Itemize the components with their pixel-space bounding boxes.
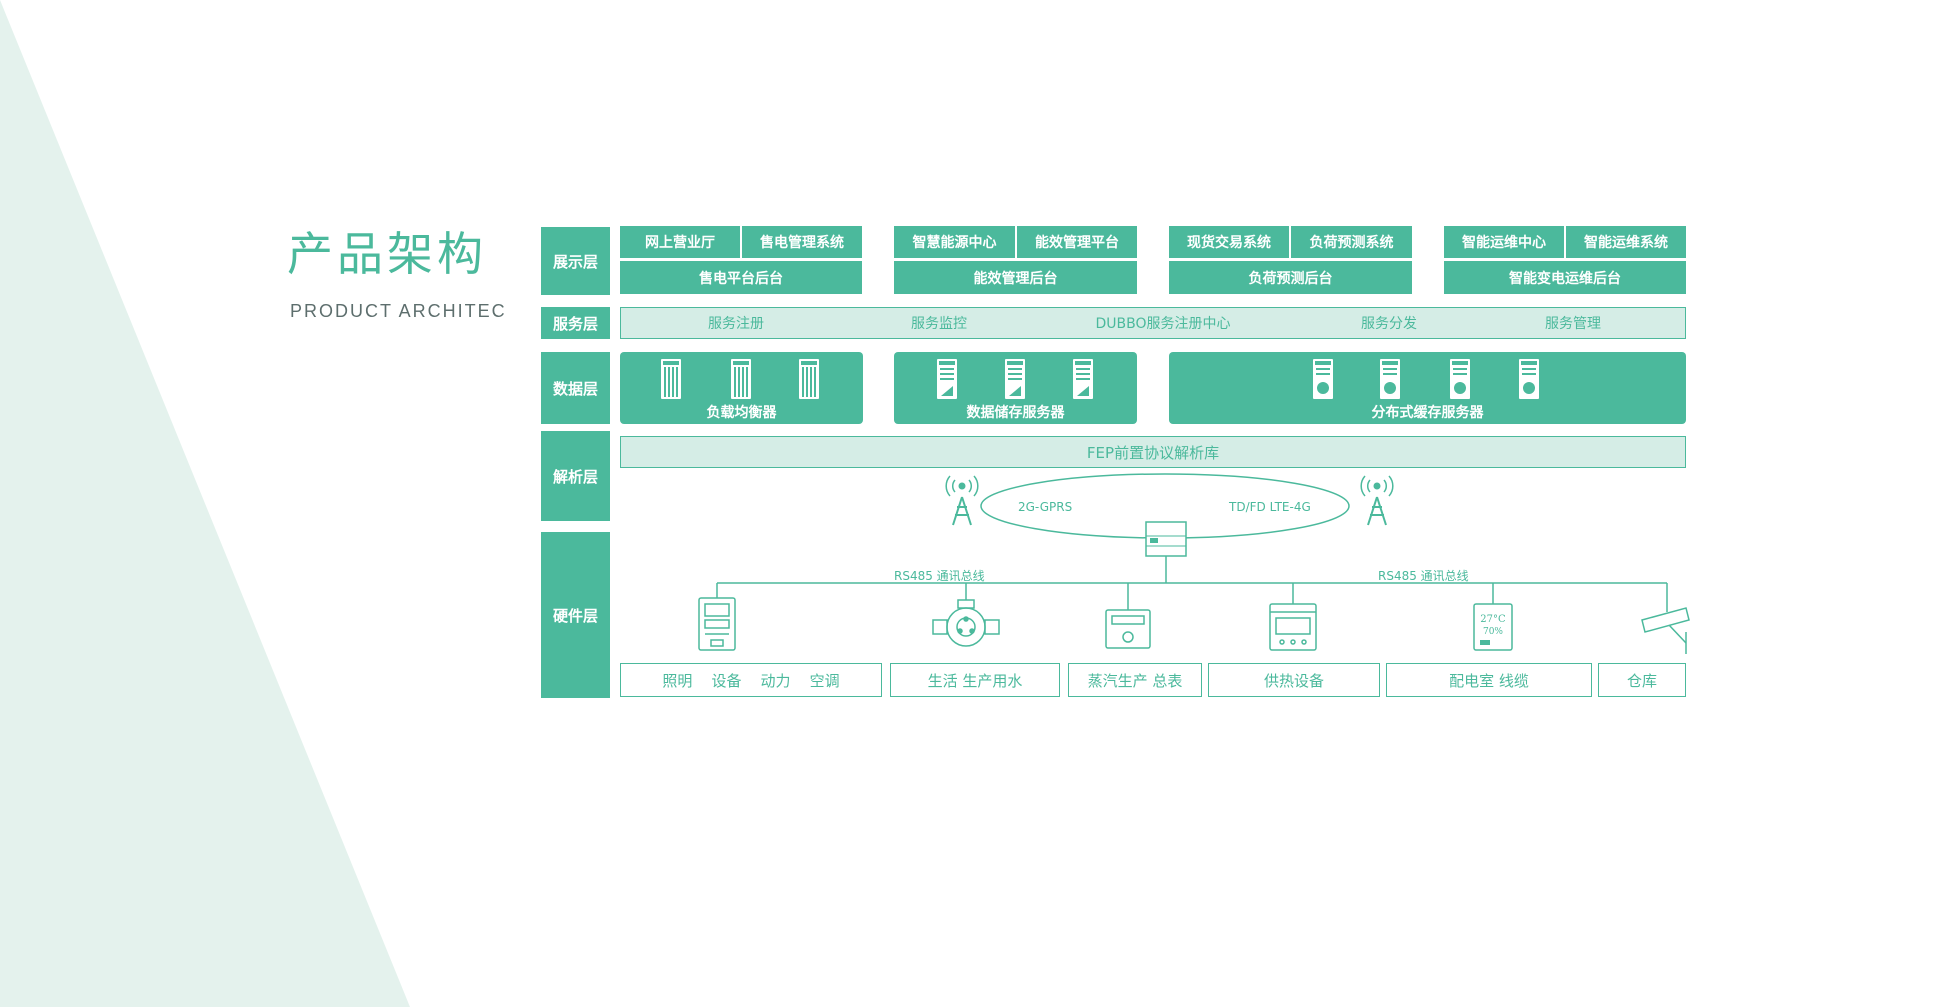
- cache-server-icon: [1313, 359, 1333, 399]
- heat-meter-icon: [1269, 603, 1317, 651]
- data-group-storage: 数据储存服务器: [894, 352, 1137, 424]
- display-item-load-forecast-backend[interactable]: 负荷预测后台: [1169, 261, 1412, 294]
- cache-server-icon: [1519, 359, 1539, 399]
- service-item-monitor: 服务监控: [911, 316, 967, 332]
- storage-server-icon: [937, 359, 957, 399]
- service-item-management: 服务管理: [1545, 316, 1601, 332]
- layer-label-display: 展示层: [541, 227, 610, 295]
- data-group-label: 分布式缓存服务器: [1371, 405, 1484, 421]
- display-item-online-hall[interactable]: 网上营业厅: [620, 226, 740, 258]
- water-meter-icon: [932, 599, 1000, 647]
- thermo-humidity-readout: 70%: [1483, 627, 1503, 637]
- hardware-category-distribution[interactable]: 配电室 线缆: [1386, 663, 1592, 697]
- gateway-device-icon: [1145, 521, 1187, 557]
- data-group-load-balancer: 负载均衡器: [620, 352, 863, 424]
- display-item-om-center[interactable]: 智能运维中心: [1444, 226, 1564, 258]
- display-item-substation-backend[interactable]: 智能变电运维后台: [1444, 261, 1686, 294]
- layer-label-data: 数据层: [541, 352, 610, 424]
- network-label-4g: TD/FD LTE-4G: [1229, 500, 1311, 514]
- display-item-sales-management[interactable]: 售电管理系统: [742, 226, 862, 258]
- display-item-efficiency-platform[interactable]: 能效管理平台: [1017, 226, 1137, 258]
- display-item-smart-energy-center[interactable]: 智慧能源中心: [894, 226, 1015, 258]
- steam-meter-icon: [1105, 609, 1151, 649]
- background-triangle: [0, 0, 410, 1007]
- service-item-register: 服务注册: [708, 316, 764, 332]
- bus-label-right: RS485 通讯总线: [1378, 569, 1469, 583]
- page-title: 产品架构: [287, 227, 487, 281]
- layer-label-service: 服务层: [541, 307, 610, 339]
- cache-server-icon: [1380, 359, 1400, 399]
- storage-server-icon: [1073, 359, 1093, 399]
- thermo-temperature-readout: 27°C: [1480, 614, 1506, 625]
- display-item-sales-backend[interactable]: 售电平台后台: [620, 261, 862, 294]
- display-item-om-system[interactable]: 智能运维系统: [1566, 226, 1686, 258]
- display-item-load-forecast-system[interactable]: 负荷预测系统: [1291, 226, 1412, 258]
- page-subtitle: PRODUCT ARCHITEC: [290, 301, 507, 321]
- thermo-hygrometer-icon: [1473, 603, 1513, 651]
- data-group-label: 数据储存服务器: [966, 405, 1065, 421]
- electricity-meter-icon: [698, 597, 736, 651]
- cache-server-icon: [1450, 359, 1470, 399]
- surveillance-camera-icon: [1641, 607, 1690, 654]
- hardware-category-lighting-power[interactable]: 照明 设备 动力 空调: [620, 663, 882, 697]
- fep-protocol-bar: FEP前置协议解析库: [620, 436, 1686, 468]
- service-item-dubbo-registry: DUBBO服务注册中心: [1095, 316, 1231, 332]
- display-item-efficiency-backend[interactable]: 能效管理后台: [894, 261, 1137, 294]
- service-item-distribution: 服务分发: [1361, 316, 1417, 332]
- network-label-2g: 2G-GPRS: [1018, 500, 1073, 514]
- bus-label-left: RS485 通讯总线: [894, 569, 985, 583]
- hardware-category-steam[interactable]: 蒸汽生产 总表: [1068, 663, 1202, 697]
- server-rack-icon: [731, 359, 751, 399]
- display-item-spot-trading[interactable]: 现货交易系统: [1169, 226, 1289, 258]
- service-bar: 服务注册 服务监控 DUBBO服务注册中心 服务分发 服务管理: [620, 307, 1686, 339]
- hardware-category-heating[interactable]: 供热设备: [1208, 663, 1380, 697]
- server-rack-icon: [661, 359, 681, 399]
- data-group-label: 负载均衡器: [706, 405, 777, 421]
- data-group-cache: 分布式缓存服务器: [1169, 352, 1686, 424]
- antenna-tower-icon: [1360, 475, 1394, 526]
- hardware-category-warehouse[interactable]: 仓库: [1598, 663, 1686, 697]
- layer-label-parse: 解析层: [541, 431, 610, 521]
- layer-label-hardware: 硬件层: [541, 532, 610, 698]
- server-rack-icon: [799, 359, 819, 399]
- hardware-category-water[interactable]: 生活 生产用水: [890, 663, 1060, 697]
- storage-server-icon: [1005, 359, 1025, 399]
- antenna-tower-icon: [945, 475, 979, 526]
